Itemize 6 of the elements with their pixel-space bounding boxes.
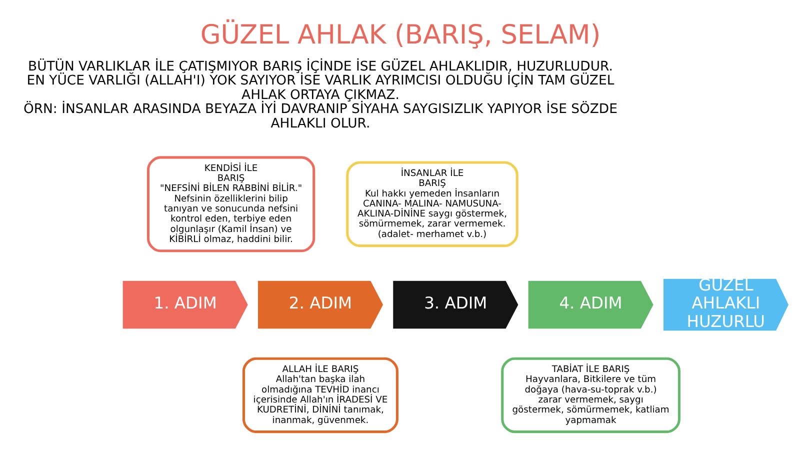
label: ÖRN: İNSANLAR ARASINDA BEYAZA İYİ DAVRANIP SİYAHA SAYGISIZLIK YAPIYOR İSE SÖZDE AHLAKLI OLUR. xyxy=(22,102,617,132)
node-box: İNSANLAR İLE BARIŞ Kul hakkı yemeden İnsanların CANINA- MALINA- NAMUSUNA-AKLINA-DİNİNE saygı göstermek, sömürmemek, zarar vermemek. (adalet- merhamet v.b.) xyxy=(346,161,518,248)
node-box: KENDİSİ İLE BARIŞ "NEFSİNİ BİLEN RABBİNİ BİLİR." Nefsinin özelliklerini bilip tanıyan ve sonucunda nefsini kontrol eden, terbiye eden olgunlaşır (Kamil İnsan) ve KİBİRLİ olmaz, haddini bilir. xyxy=(146,156,315,252)
node-box: ALLAH İLE BARIŞ Allah'tan başka ilah olmadığına TEVHİD inancı içerisinde Allah'ın İRADESİ VE KUDRETİNİ, DİNİNİ tanımak, inanmak, güvenmek. xyxy=(242,357,398,434)
diagram-title: GÜZEL AHLAK (BARIŞ, SELAM) xyxy=(200,19,600,50)
node-box: TABİAT İLE BARIŞ Hayvanlara, Bitkilere ve tüm doğaya (hava-su-toprak v.b.) zarar vermemek, saygı göstermek, sömürmemek, katliam yapmamak xyxy=(500,357,680,434)
